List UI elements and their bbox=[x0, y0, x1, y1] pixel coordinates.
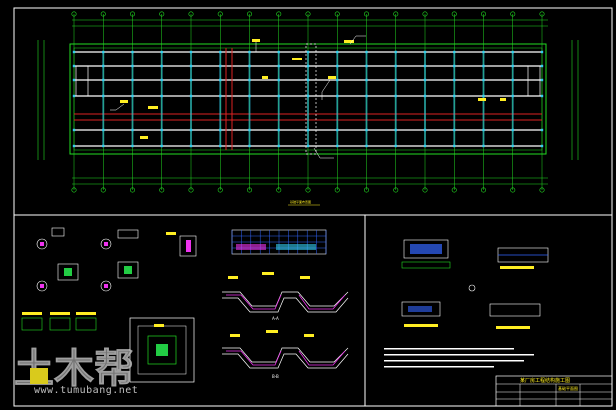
drawing-frame bbox=[13, 7, 613, 407]
watermark-logo: 土木帮 bbox=[14, 346, 135, 393]
title-block: 某厂房工程结构施工图 基础平面图 bbox=[495, 375, 613, 407]
title-block-project: 某厂房工程结构施工图 bbox=[520, 377, 570, 384]
cad-drawing-icon bbox=[30, 368, 48, 384]
plan-caption: 基础平面布置图 bbox=[290, 199, 311, 204]
title-block-drawing-title: 基础平面图 bbox=[558, 385, 578, 391]
foundation-plan: 基础平面布置图 bbox=[37, 11, 579, 206]
foundation-details: A-A B-B bbox=[21, 227, 349, 383]
beam-details bbox=[384, 239, 549, 368]
watermark-url: www.tumubang.net bbox=[34, 385, 139, 396]
section-label-a: A-A bbox=[272, 316, 279, 321]
section-label-b: B-B bbox=[272, 374, 279, 379]
